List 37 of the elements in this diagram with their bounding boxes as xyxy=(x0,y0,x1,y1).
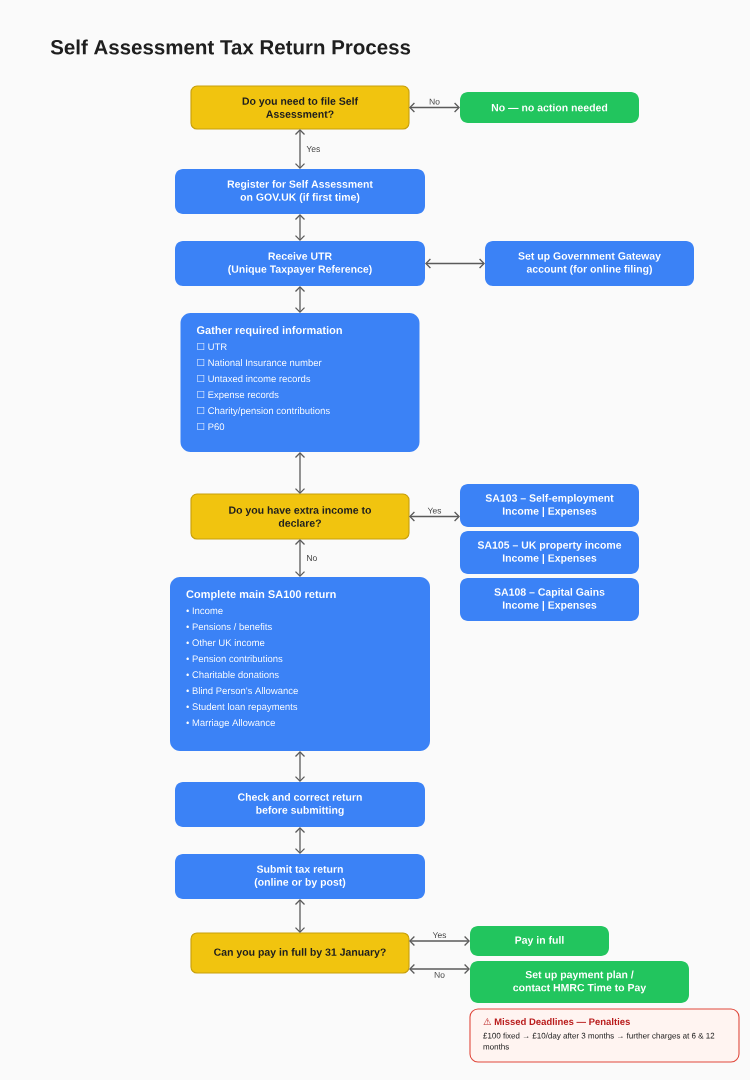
outcome-box: Pay in full xyxy=(470,926,609,956)
process-box: Check and correct return before submitting xyxy=(175,782,425,827)
double-arrow xyxy=(294,827,306,854)
double-arrow xyxy=(409,963,470,975)
process-box: SA103 – Self-employment Income | Expenses xyxy=(460,484,639,527)
process-box: Gather required information ☐ UTR ☐ National Insurance number ☐ Untaxed income records ☐ Expense records ☐ Charity/pension contributions ☐ P60 xyxy=(180,313,420,452)
process-box: Submit tax return (online or by post) xyxy=(175,854,425,899)
double-arrow xyxy=(294,751,306,782)
process-box: Register for Self Assessment on GOV.UK (if first time) xyxy=(175,169,425,214)
double-arrow xyxy=(294,899,306,933)
decision-box: Do you have extra income to declare? xyxy=(190,493,410,540)
decision-box: Do you need to file Self Assessment? xyxy=(190,85,410,130)
edge-label: No xyxy=(305,553,319,563)
warning-box: ⚠ Missed Deadlines — Penalties £100 fixed → £10/day after 3 months → further charges at 6 & 12 months xyxy=(469,1008,740,1063)
decision-box: Can you pay in full by 31 January? xyxy=(190,932,410,974)
double-arrow xyxy=(425,258,485,269)
process-box: SA108 – Capital Gains Income | Expenses xyxy=(460,578,639,621)
double-arrow xyxy=(409,102,460,113)
outcome-box: Set up payment plan / contact HMRC Time to Pay xyxy=(470,961,689,1003)
process-box: SA105 – UK property income Income | Expenses xyxy=(460,531,639,574)
process-box: Complete main SA100 return • Income • Pensions / benefits • Other UK income • Pension contributions • Charitable donations • Blind Person's Allowance • Student loan repayments • Marriage Allowance xyxy=(170,577,430,751)
edge-label: No xyxy=(432,970,447,980)
double-arrow xyxy=(294,452,306,494)
double-arrow xyxy=(409,935,470,947)
process-box: Set up Government Gateway account (for online filing) xyxy=(485,241,694,286)
double-arrow xyxy=(294,214,306,241)
double-arrow xyxy=(294,129,306,170)
edge-label: Yes xyxy=(431,930,448,940)
edge-label: No xyxy=(427,97,442,106)
double-arrow xyxy=(294,539,306,577)
outcome-box: No — no action needed xyxy=(460,92,639,123)
edge-label: Yes xyxy=(305,144,322,154)
title: Self Assessment Tax Return Process xyxy=(50,39,411,55)
edge-label: Yes xyxy=(426,506,443,515)
double-arrow xyxy=(294,286,306,313)
process-box: Receive UTR (Unique Taxpayer Reference) xyxy=(175,241,425,286)
double-arrow xyxy=(409,511,460,522)
